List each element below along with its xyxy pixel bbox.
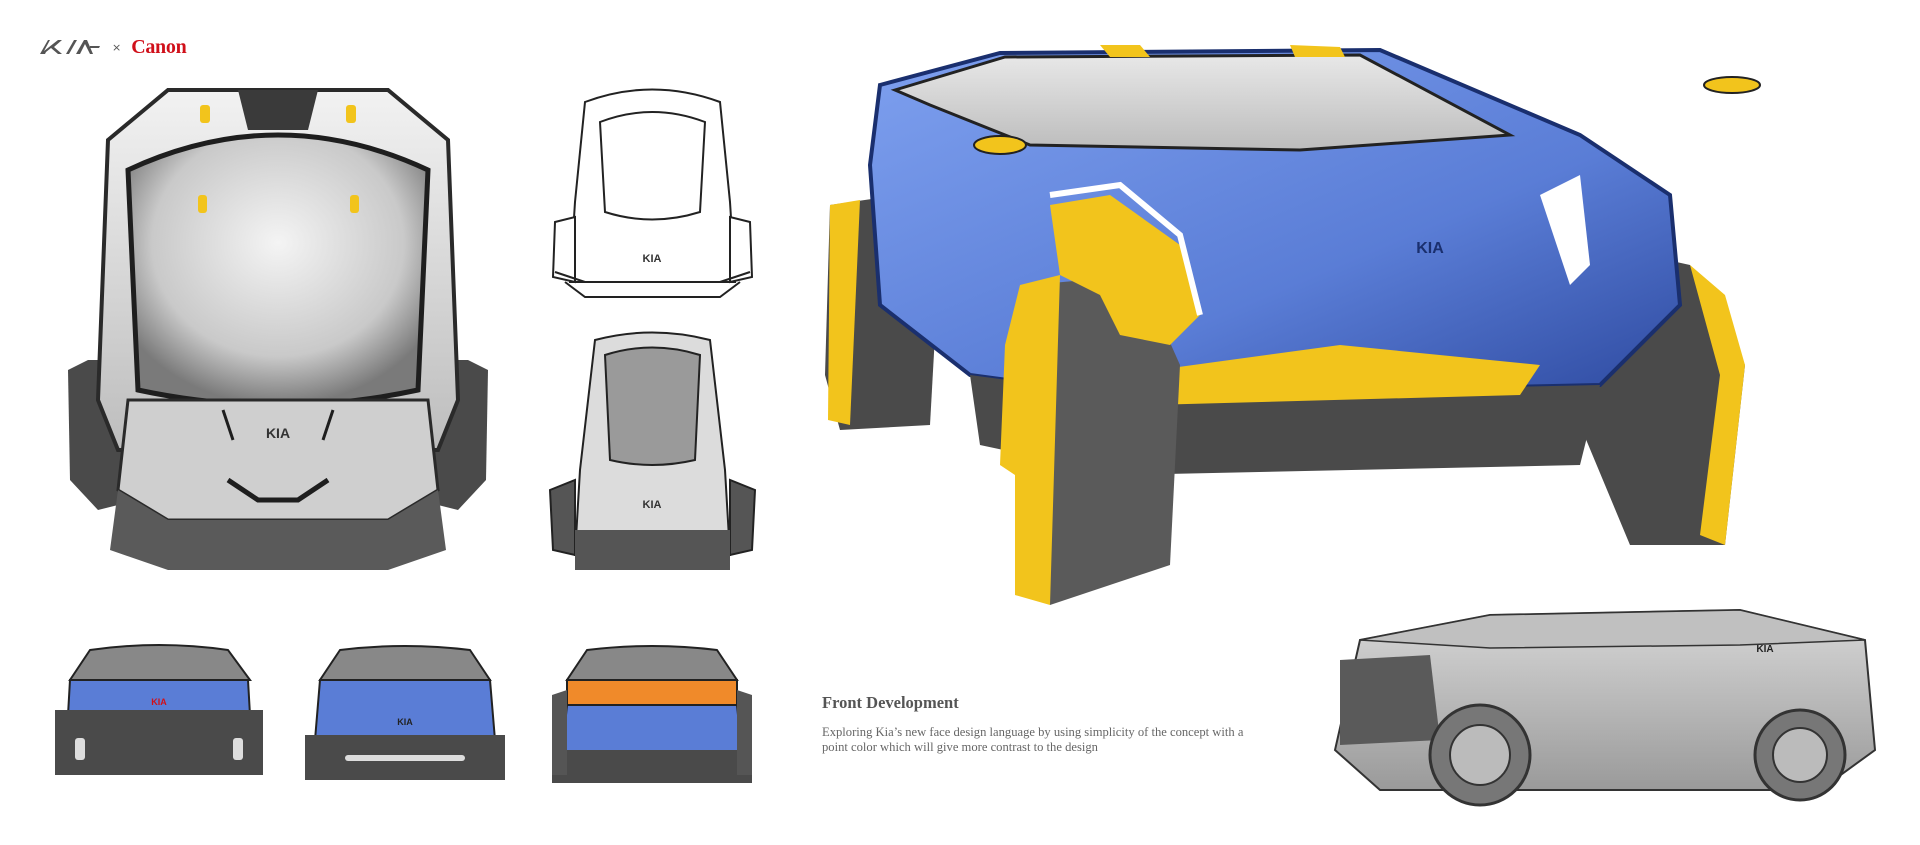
kia-emblem: KIA: [1416, 240, 1444, 257]
times-sign: ×: [112, 40, 122, 54]
kia-logo: [38, 38, 102, 56]
kia-emblem: KIA: [151, 697, 167, 707]
sketch-front-lineart: KIA: [545, 82, 760, 307]
kia-emblem: KIA: [643, 499, 662, 511]
sketch-blue-variant-3: [547, 645, 757, 785]
kia-emblem: KIA: [1756, 644, 1773, 655]
caption-body: Exploring Kia’s new face design language…: [822, 725, 1244, 754]
header-logos: × Canon: [38, 35, 187, 58]
sketch-blue-variant-1: KIA: [50, 640, 268, 780]
kia-emblem: KIA: [397, 717, 413, 727]
caption: Front Development Exploring Kia’s new fa…: [822, 693, 1267, 755]
canon-logo: Canon: [131, 35, 187, 58]
sketch-hero-perspective: KIA: [820, 45, 1820, 620]
sketch-front-large: KIA: [58, 70, 498, 580]
kia-emblem: KIA: [266, 425, 290, 441]
sketch-side-view: KIA: [1320, 600, 1880, 815]
sketch-blue-variant-2: KIA: [300, 645, 510, 783]
kia-emblem: KIA: [643, 253, 662, 265]
caption-title: Front Development: [822, 693, 959, 712]
sketch-front-grey: KIA: [545, 330, 760, 575]
